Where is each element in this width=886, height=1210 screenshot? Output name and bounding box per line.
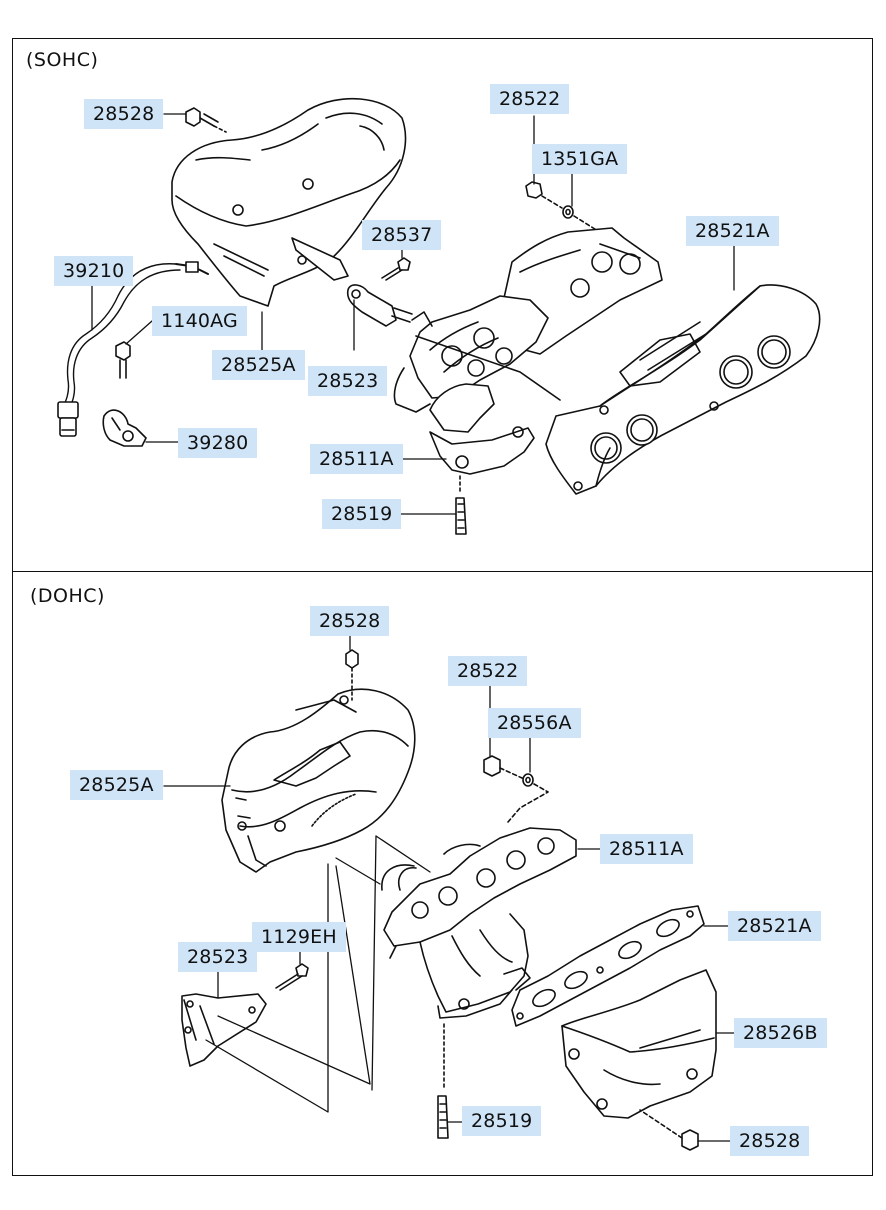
sohc-leader-lines bbox=[92, 114, 734, 514]
sohc-clamp bbox=[103, 410, 146, 446]
dohc-leader-lines bbox=[164, 636, 736, 1141]
sohc-oxygen-sensor bbox=[58, 262, 208, 436]
sohc-stud bbox=[456, 476, 466, 534]
part-label[interactable]: 28528 bbox=[730, 1126, 810, 1156]
part-label[interactable]: 28556A bbox=[488, 708, 581, 738]
part-label[interactable]: 28511A bbox=[600, 834, 693, 864]
part-label[interactable]: 28525A bbox=[70, 770, 163, 800]
dohc-stud bbox=[438, 1024, 448, 1138]
part-label[interactable]: 28525A bbox=[212, 350, 305, 380]
part-label[interactable]: 28522 bbox=[448, 656, 528, 686]
part-label[interactable]: 39210 bbox=[54, 256, 134, 286]
dohc-bolt-28528-top bbox=[346, 650, 358, 700]
part-label[interactable]: 1129EH bbox=[252, 922, 346, 952]
part-label[interactable]: 28522 bbox=[490, 84, 570, 114]
part-label[interactable]: 28523 bbox=[178, 942, 258, 972]
part-label[interactable]: 28519 bbox=[462, 1106, 542, 1136]
part-label[interactable]: 28511A bbox=[310, 444, 403, 474]
sohc-exhaust-manifold bbox=[500, 228, 820, 494]
sohc-section-title: (SOHC) bbox=[26, 49, 99, 71]
sohc-bolt-28537 bbox=[382, 258, 410, 280]
sohc-manifold-flange bbox=[394, 296, 560, 474]
dohc-assembly-outline bbox=[206, 836, 430, 1112]
dohc-exhaust-manifold bbox=[382, 828, 576, 1018]
part-label[interactable]: 1140AG bbox=[152, 306, 247, 336]
sohc-nut-washer bbox=[526, 182, 606, 236]
sohc-bolt-1140AG bbox=[116, 342, 130, 378]
part-label[interactable]: 39280 bbox=[178, 428, 258, 458]
dohc-section-title: (DOHC) bbox=[30, 585, 105, 607]
dohc-gasket bbox=[512, 906, 704, 1026]
part-label[interactable]: 28521A bbox=[686, 216, 779, 246]
part-label[interactable]: 28528 bbox=[310, 606, 390, 636]
part-label[interactable]: 28519 bbox=[322, 499, 402, 529]
dohc-bracket bbox=[182, 994, 266, 1066]
dohc-bolt-1129EH bbox=[276, 964, 308, 990]
dohc-bolt-28528-bottom bbox=[640, 1110, 698, 1150]
dohc-heat-shield bbox=[222, 689, 415, 872]
part-label[interactable]: 28523 bbox=[308, 366, 388, 396]
part-label[interactable]: 28521A bbox=[728, 911, 821, 941]
sohc-bolt-28528 bbox=[186, 108, 226, 132]
sohc-heat-shield bbox=[172, 99, 405, 306]
dohc-panel bbox=[12, 571, 873, 1176]
sohc-bracket bbox=[348, 285, 412, 326]
part-label[interactable]: 28537 bbox=[362, 220, 442, 250]
part-label[interactable]: 1351GA bbox=[532, 144, 628, 174]
part-label[interactable]: 28528 bbox=[84, 99, 164, 129]
part-label[interactable]: 28526B bbox=[734, 1018, 827, 1048]
dohc-lower-heat-shield bbox=[562, 970, 716, 1118]
dohc-nut-washer bbox=[484, 756, 548, 822]
